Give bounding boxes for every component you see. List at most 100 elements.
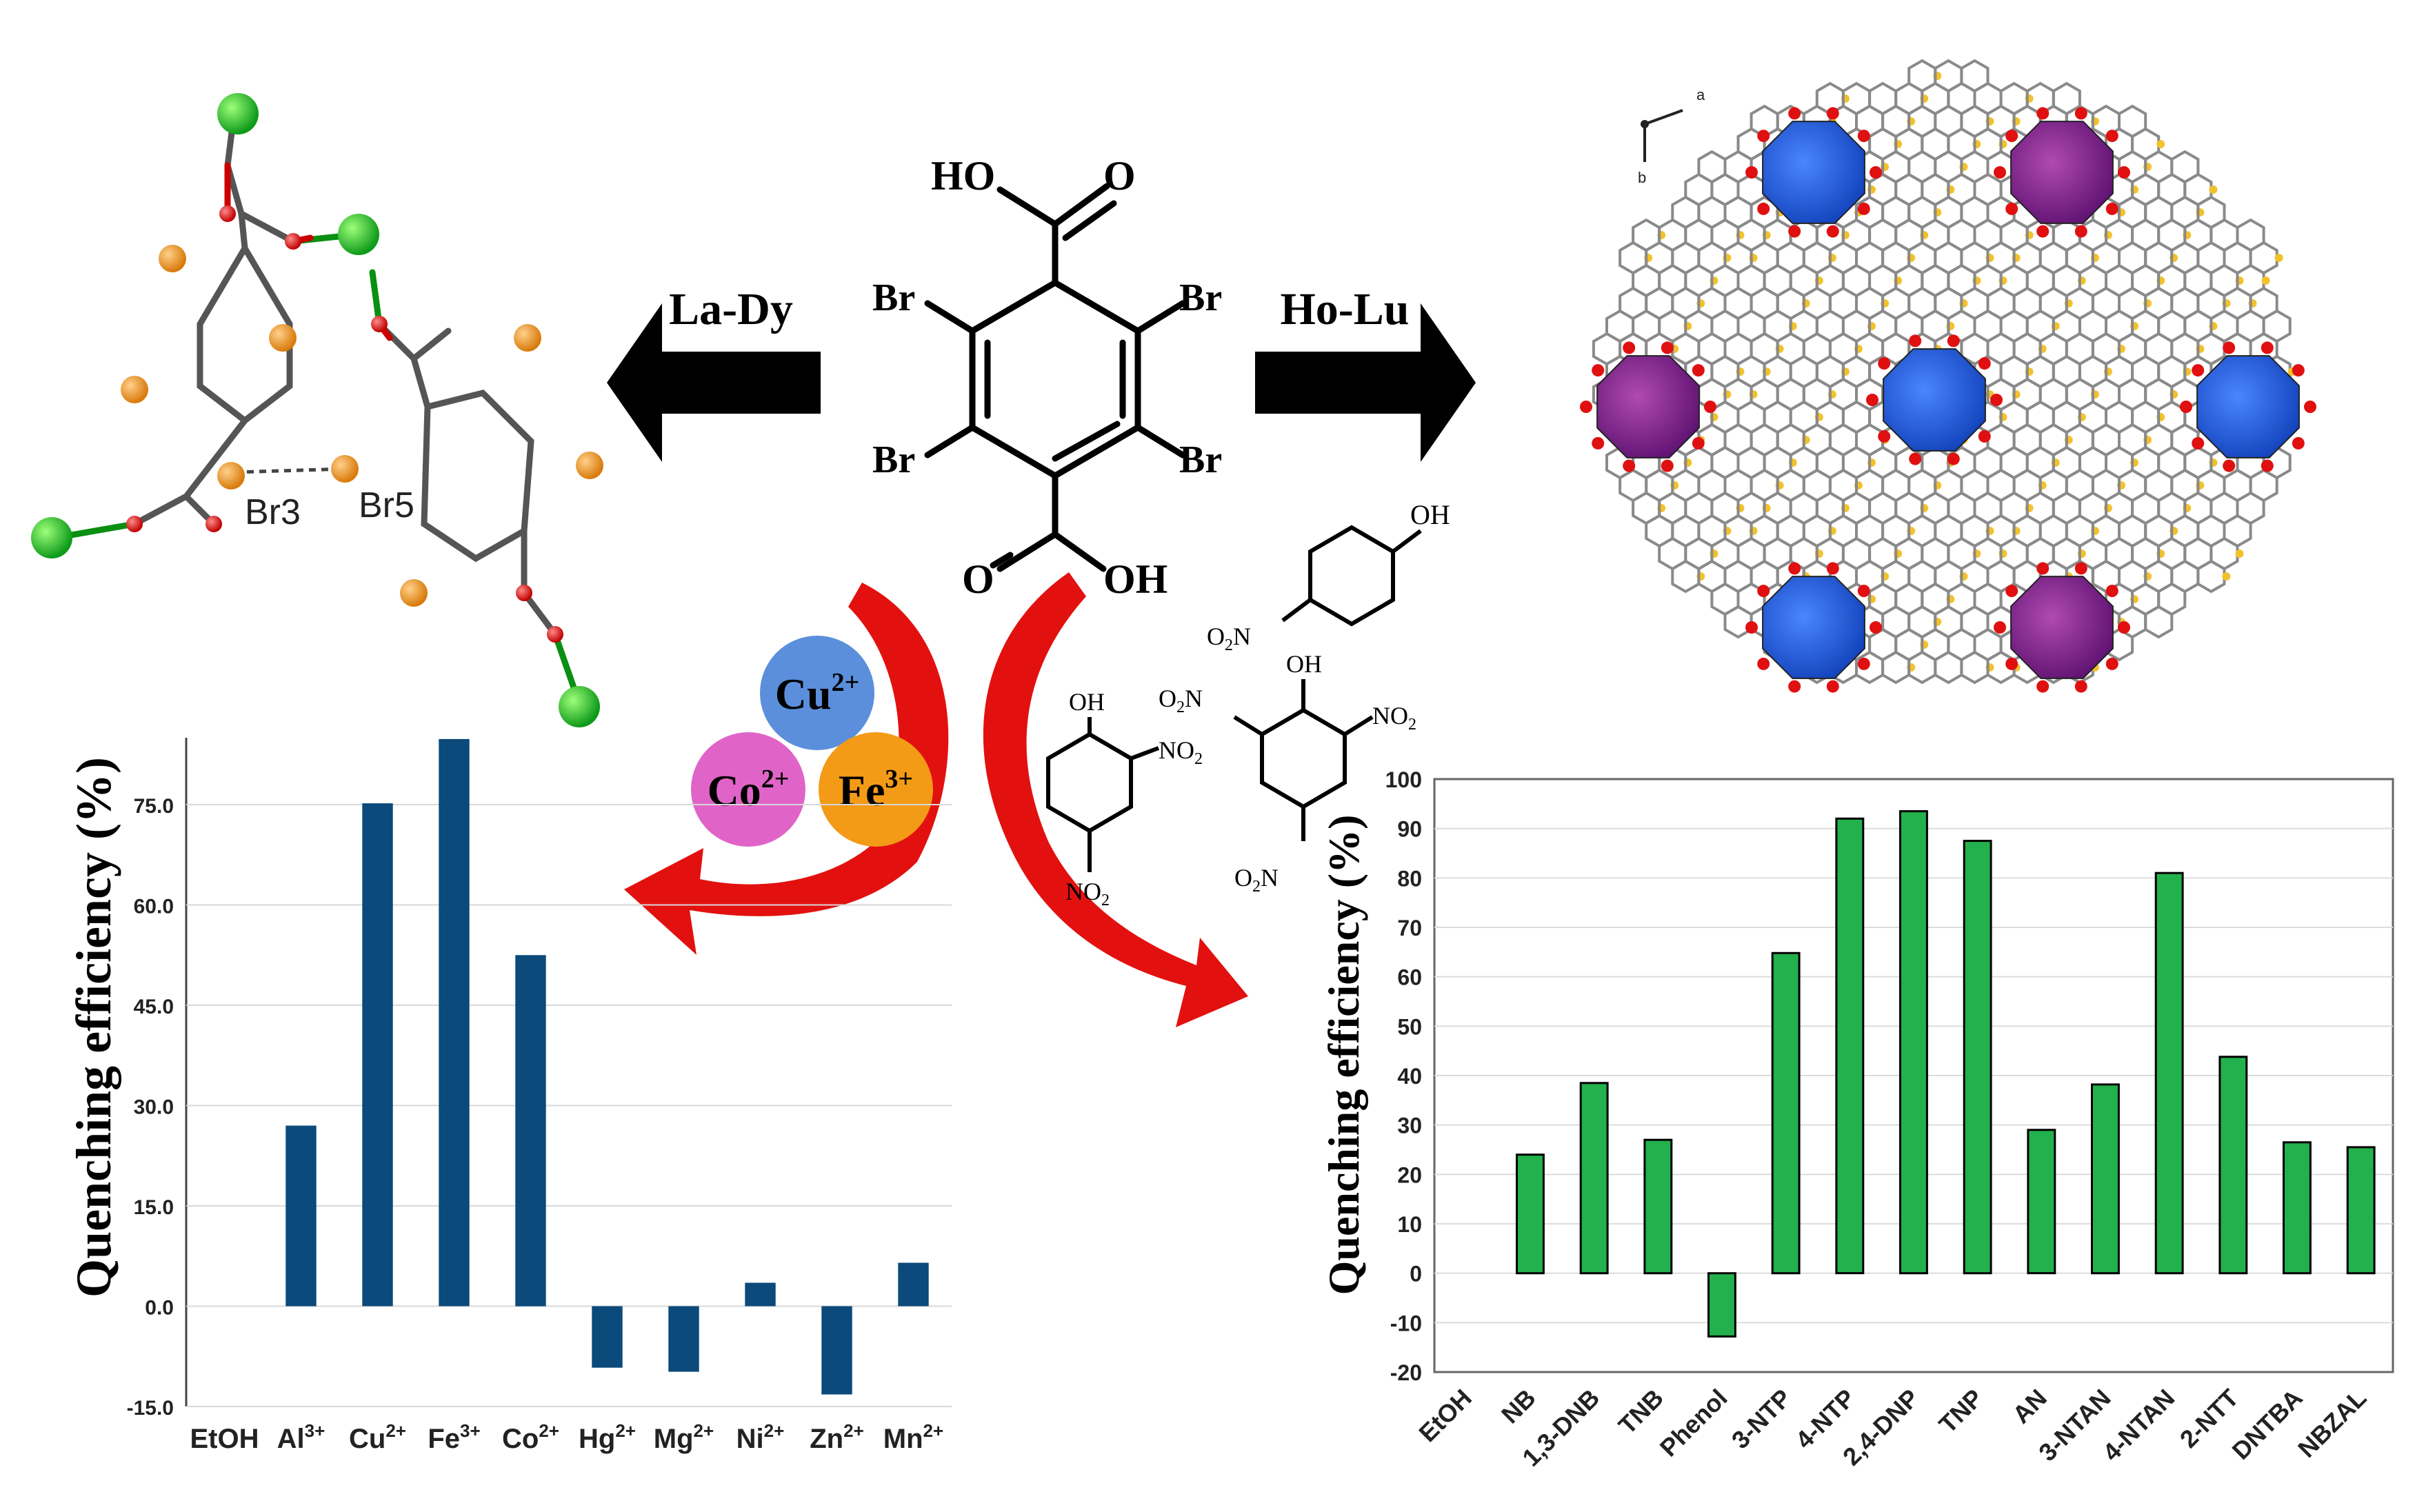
chart2-y-tick-label: 90	[1397, 817, 1422, 842]
ligand-br-top-left: Br	[872, 276, 915, 319]
mof-bromine-atom	[2274, 254, 2283, 262]
mof-oxygen-atom	[2036, 680, 2050, 693]
nitroaromatic-structures: OH O2N OH NO2 NO2 OH O2N NO2 O2N	[1046, 499, 1450, 909]
mof-oxygen-atom	[1990, 394, 2003, 406]
ligand-top-oh: HO	[931, 153, 995, 199]
chart2-bar-NB	[1516, 1153, 1545, 1275]
chart2-x-tick-label: 3-NTP	[1726, 1384, 1797, 1455]
mof-bromine-atom	[2261, 276, 2270, 285]
dnp-no2-top: NO2	[1159, 736, 1203, 768]
halogen-bond-line	[234, 467, 345, 474]
mof-oxygen-atom	[2074, 107, 2087, 120]
mof-oxygen-atom	[1592, 436, 1605, 450]
chart1-bar-Al3+	[285, 1125, 317, 1307]
chart1-y-tick-label: 15.0	[134, 1196, 174, 1219]
mof-oxygen-atom	[1692, 364, 1705, 377]
arrow-right	[1255, 303, 1476, 462]
mof-oxygen-atom	[2261, 459, 2274, 472]
np-o2n: O2N	[1207, 623, 1251, 654]
chart2-bar-DNTBA	[2283, 1141, 2312, 1275]
mof-linker-ring	[2144, 605, 2174, 639]
mof-oxygen-atom	[1866, 394, 1878, 406]
chart2-bar-3-NTAN	[2091, 1083, 2120, 1275]
mof-oxygen-atom	[2223, 459, 2236, 472]
mof-bromine-atom	[2222, 572, 2231, 581]
np-oh: OH	[1410, 499, 1450, 530]
chart1-y-axis-label: Quenching efficiency (%)	[66, 757, 121, 1298]
chart2-bar-4-NTAN	[2154, 871, 2184, 1275]
mof-bromine-atom	[2209, 185, 2218, 194]
mof-oxygen-atom	[2105, 202, 2118, 215]
chart2-y-tick-label: 80	[1397, 866, 1422, 891]
mof-oxygen-atom	[2105, 130, 2118, 143]
mof-oxygen-atom	[1745, 621, 1758, 634]
chart2-y-tick-label: 40	[1397, 1064, 1422, 1089]
mof-oxygen-atom	[2192, 364, 2205, 377]
mof-oxygen-atom	[2074, 562, 2087, 575]
mof-oxygen-atom	[2118, 621, 2130, 634]
br5-label: Br5	[359, 485, 414, 525]
arrow-right-label: Ho-Lu	[1280, 284, 1409, 334]
mof-oxygen-atom	[2180, 401, 2192, 413]
chart1-y-tick-label: 30.0	[134, 1096, 174, 1119]
mof-oxygen-atom	[2036, 225, 2050, 238]
mof-metal-polyhedron	[2010, 576, 2114, 679]
mof-oxygen-atom	[1878, 430, 1891, 443]
mof-oxygen-atom	[1826, 562, 1839, 575]
axis-a-label: a	[1696, 86, 1705, 103]
ligand-br-bottom-left: Br	[872, 439, 915, 481]
mof-oxygen-atom	[2005, 202, 2018, 215]
chart2-y-tick-label: 20	[1397, 1162, 1422, 1187]
chart2-y-tick-label: 100	[1385, 767, 1422, 792]
mof-oxygen-atom	[1592, 364, 1605, 377]
mof-oxygen-atom	[2192, 436, 2205, 450]
chart1-bar-Mn2+	[898, 1262, 929, 1307]
mof-oxygen-atom	[2304, 401, 2316, 413]
mof-oxygen-atom	[1909, 452, 1922, 465]
chart1-bar-Fe3+	[439, 738, 470, 1307]
chart1-x-tick-label: Mn2+	[883, 1420, 943, 1454]
chart2-x-tick-label: EtOH	[1413, 1384, 1477, 1448]
mof-metal-polyhedron	[1762, 121, 1865, 224]
chart1-y-tick-label: 0.0	[145, 1297, 174, 1320]
chart2-bar-2,4-DNP	[1899, 810, 1928, 1275]
arrow-left-label: La-Dy	[669, 284, 793, 334]
mof-oxygen-atom	[1757, 657, 1770, 670]
chart1-x-tick-label: Al3+	[277, 1420, 325, 1454]
mof-oxygen-atom	[1978, 430, 1991, 443]
chart1-x-tick-label: Zn2+	[810, 1420, 864, 1454]
crystal-fragment-drawing: Br3 Br5	[31, 93, 603, 727]
mof-oxygen-atom	[1580, 401, 1592, 413]
mof-oxygen-atom	[1788, 562, 1801, 575]
mof-oxygen-atom	[2105, 657, 2118, 670]
mof-oxygen-atom	[2036, 562, 2050, 575]
mof-oxygen-atom	[2036, 107, 2050, 120]
mof-oxygen-atom	[1826, 225, 1839, 238]
chart1-bar-Zn2+	[821, 1306, 852, 1395]
tnp-o2n-bottom: O2N	[1234, 864, 1279, 896]
chart1-bar-Mg2+	[668, 1306, 699, 1372]
mof-oxygen-atom	[1947, 334, 1960, 347]
ligand-br-bottom-right: Br	[1179, 439, 1222, 481]
mof-oxygen-atom	[1909, 334, 1922, 347]
mof-oxygen-atom	[1788, 680, 1801, 693]
chart2-y-tick-label: -10	[1390, 1311, 1422, 1335]
chart2-y-tick-label: 50	[1397, 1014, 1422, 1039]
mof-metal-polyhedron	[2010, 121, 2114, 224]
mof-oxygen-atom	[1757, 130, 1770, 143]
mof-oxygen-atom	[1623, 459, 1636, 472]
mof-oxygen-atom	[1788, 107, 1801, 120]
chart2-y-tick-label: 10	[1397, 1212, 1422, 1237]
dnp-no2-bottom: NO2	[1065, 878, 1110, 909]
mof-bromine-atom	[2235, 550, 2244, 558]
mof-oxygen-atom	[1661, 341, 1674, 354]
chart2-x-tick-label: 4-NTAN	[2097, 1384, 2180, 1466]
mof-linker-ring	[1723, 605, 1753, 639]
chart2-y-tick-label: 30	[1397, 1113, 1422, 1138]
axis-b-label: b	[1638, 169, 1646, 186]
mof-oxygen-atom	[2261, 341, 2274, 354]
chart2-x-tick-label: NB	[1496, 1384, 1541, 1429]
ion-cu: Cu2+	[760, 636, 874, 750]
